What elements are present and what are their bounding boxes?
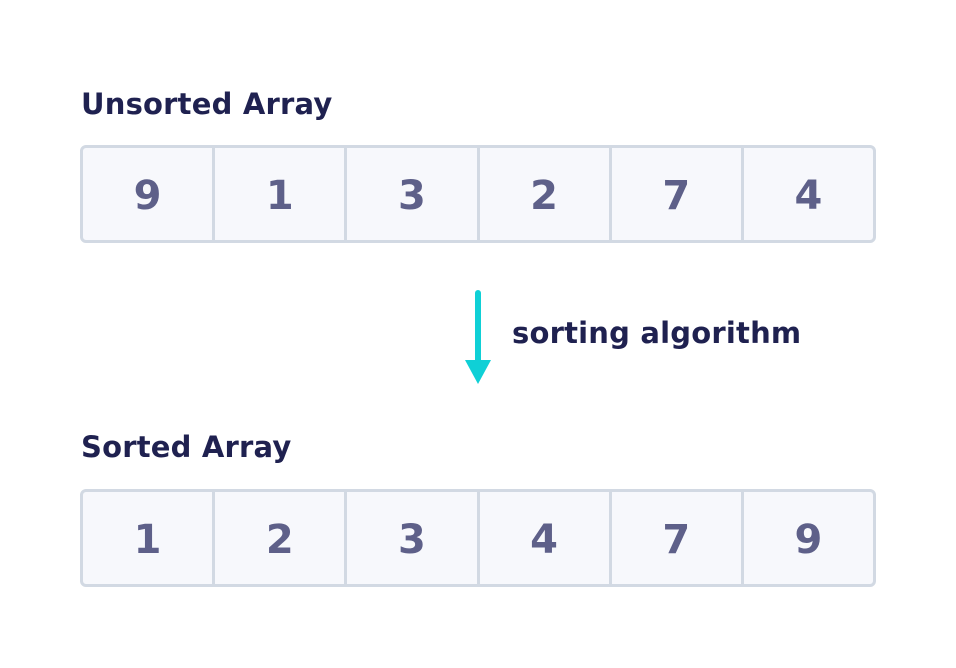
- sorted-cell: 1: [83, 492, 216, 584]
- unsorted-cell: 2: [480, 148, 612, 240]
- unsorted-cell: 9: [83, 148, 216, 240]
- sorted-cell: 3: [347, 492, 480, 584]
- unsorted-array-title: Unsorted Array: [81, 87, 333, 121]
- unsorted-cell: 3: [347, 148, 480, 240]
- sorted-cell: 9: [794, 517, 823, 563]
- sorted-cell: 4: [480, 492, 612, 584]
- unsorted-cell: 7: [612, 148, 744, 240]
- unsorted-cell: 4: [794, 173, 823, 219]
- sorted-cell: 2: [215, 492, 348, 584]
- sorting-algorithm-label: sorting algorithm: [512, 316, 802, 350]
- sorted-array: 1 2 3 4 7 9: [80, 489, 876, 587]
- unsorted-cell: 1: [215, 148, 348, 240]
- arrow-down-icon: [465, 290, 491, 384]
- unsorted-array: 9 1 3 2 7 4: [80, 145, 876, 243]
- sorted-cell: 7: [612, 492, 744, 584]
- sorted-array-title: Sorted Array: [81, 430, 292, 464]
